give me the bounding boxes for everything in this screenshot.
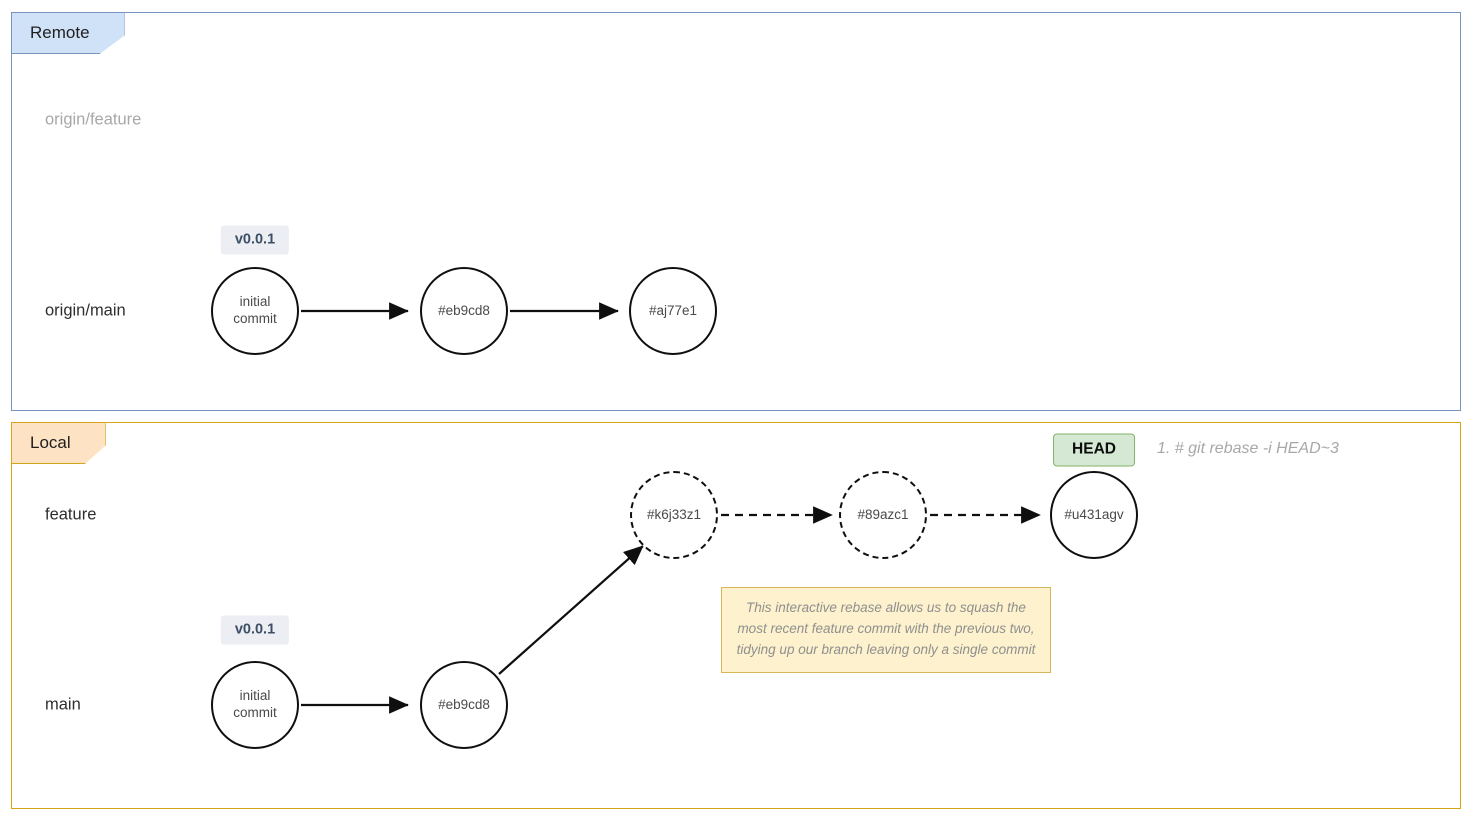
remote-tab[interactable]: Remote	[11, 12, 125, 54]
local-tab[interactable]: Local	[11, 422, 106, 464]
commit-node-remote-aj77e1[interactable]: #aj77e1	[629, 267, 717, 355]
note-line-3: tidying up our branch leaving only a sin…	[736, 641, 1036, 657]
commit-node-local-initial[interactable]: initial commit	[211, 661, 299, 749]
commit-label: #eb9cd8	[438, 302, 490, 318]
commit-node-feature-u431agv[interactable]: #u431agv	[1050, 471, 1138, 559]
version-tag-remote-main: v0.0.1	[220, 225, 290, 255]
commit-node-remote-eb9cd8[interactable]: #eb9cd8	[420, 267, 508, 355]
remote-tab-label: Remote	[30, 23, 90, 42]
branch-label-main: main	[45, 695, 81, 714]
note-line-2: most recent feature commit with the prev…	[737, 620, 1035, 636]
commit-label-line1: initial	[239, 688, 271, 704]
command-text: 1. # git rebase -i HEAD~3	[1157, 440, 1339, 457]
commit-label: #89azc1	[857, 506, 909, 522]
commit-label-line1: initial	[239, 294, 271, 310]
branch-label-feature: feature	[45, 505, 97, 524]
commit-node-remote-initial[interactable]: initial commit	[211, 267, 299, 355]
commit-label: #k6j33z1	[646, 506, 702, 522]
commit-node-local-eb9cd8[interactable]: #eb9cd8	[420, 661, 508, 749]
commit-node-feature-89azc1[interactable]: #89azc1	[839, 471, 927, 559]
local-tab-label: Local	[30, 433, 71, 452]
version-tag-local-main: v0.0.1	[220, 615, 290, 645]
commit-label: #eb9cd8	[438, 696, 490, 712]
commit-label: initial commit	[229, 688, 281, 722]
head-badge: HEAD	[1053, 433, 1135, 467]
remote-pane	[11, 12, 1461, 411]
commit-label-line2: commit	[233, 705, 277, 720]
annotation-note: This interactive rebase allows us to squ…	[721, 587, 1051, 673]
branch-label-origin-feature: origin/feature	[45, 110, 142, 129]
note-line-1: This interactive rebase allows us to squ…	[746, 600, 1026, 615]
commit-label: #u431agv	[1064, 506, 1124, 522]
branch-label-origin-main: origin/main	[45, 301, 126, 320]
commit-label-line2: commit	[233, 311, 277, 326]
commit-label: initial commit	[229, 294, 281, 328]
commit-node-feature-k6j33z1[interactable]: #k6j33z1	[630, 471, 718, 559]
commit-label: #aj77e1	[648, 302, 698, 318]
